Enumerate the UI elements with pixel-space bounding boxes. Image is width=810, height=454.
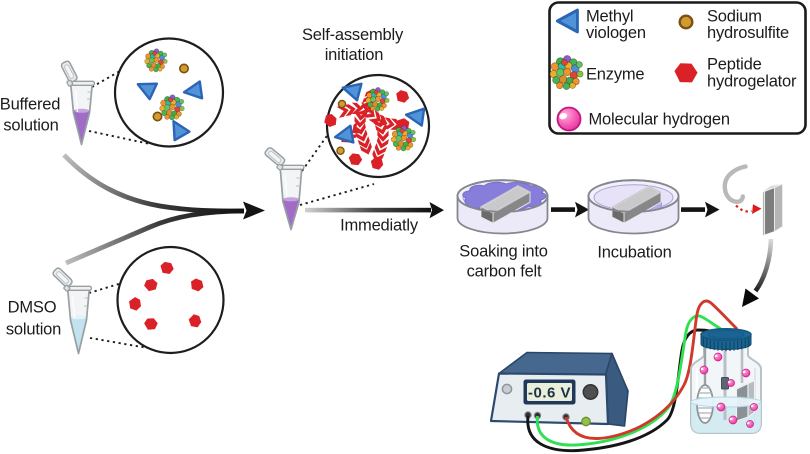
merge-arrowhead	[243, 201, 265, 220]
wire-red	[564, 299, 739, 440]
tube-body	[69, 84, 94, 146]
tube-body	[279, 168, 303, 231]
merge-arrows	[62, 153, 265, 266]
sodium-hydrosulfite-dot-icon	[179, 63, 189, 74]
hydrogen-sphere-icon	[746, 420, 754, 428]
felt-electrode-vertical	[762, 183, 783, 236]
legend-peptide-line2: hydrogelator	[707, 73, 797, 91]
sodium-hydrosulfite-dot-icon	[337, 99, 347, 109]
arrow-immediately	[305, 202, 444, 219]
soaking-label-line2: carbon felt	[467, 263, 542, 281]
red-dotted-arrow	[735, 204, 752, 213]
hydrogen-sphere-icon	[750, 403, 758, 411]
knob[interactable]	[582, 384, 599, 400]
immediately-label: Immediatly	[340, 217, 419, 235]
legend-sodium-line1: Sodium	[707, 8, 762, 26]
hook-icon	[722, 164, 748, 204]
wires	[526, 299, 739, 453]
hydrogen-sphere-icon	[727, 379, 735, 387]
magnifier-cones	[88, 70, 375, 349]
arrow-electrode-to-jar	[753, 238, 774, 293]
inset-dmso-contents	[116, 245, 225, 355]
wire-black	[526, 328, 712, 453]
hydrogen-sphere-icon	[728, 415, 738, 425]
soaking-label-line1: Soaking into	[459, 243, 547, 261]
display-screen	[527, 383, 572, 401]
buffered-solution-label-line1: Buffered	[0, 96, 60, 114]
hydrogen-sphere-icon	[699, 365, 709, 375]
legend-methyl-line1: Methyl	[586, 8, 633, 26]
legend: Methyl viologen Sodium hydrosulfite Enzy…	[548, 1, 807, 135]
sodium-hydrosulfite-dot-icon	[152, 111, 163, 122]
sodium-hydrosulfite-dot-icon	[336, 146, 345, 155]
inset-selfassembly-contents	[321, 73, 431, 179]
self-assembly-label-line2: initiation	[325, 46, 384, 64]
tube-selfassembly	[264, 147, 305, 231]
hydrogen-sphere-icon	[741, 368, 751, 378]
inset-buffered-contents	[113, 37, 225, 148]
incubation-label: Incubation	[597, 244, 671, 262]
petri-dish-incubation	[587, 179, 680, 235]
petri-dish-soaking	[456, 179, 549, 235]
red-arrowhead	[752, 204, 762, 214]
indicator-button[interactable]	[501, 383, 513, 395]
voltage-display: -0.6 V	[528, 385, 571, 402]
legend-sodium-line2: hydrosulfite	[707, 24, 789, 42]
dmso-solution-label-line2: solution	[6, 321, 61, 339]
arrowhead-to-jar	[742, 288, 759, 307]
dmso-solution-label-line1: DMSO	[8, 299, 57, 317]
potentiostat: -0.6 V	[489, 351, 629, 427]
self-assembly-label-line1: Self-assembly	[302, 26, 404, 44]
tube-body	[66, 289, 91, 355]
legend-peptide-line1: Peptide	[707, 56, 762, 74]
power-led	[581, 416, 591, 427]
inset-circle-buffered	[113, 37, 225, 148]
legend-hydrogen: Molecular hydrogen	[589, 111, 730, 129]
legend-enzyme: Enzyme	[586, 66, 644, 84]
tube-cap	[60, 60, 78, 87]
tube-buffered	[60, 60, 96, 146]
arrow-dish1-dish2	[551, 201, 589, 218]
hook-and-electrode	[722, 164, 783, 307]
tube-dmso	[52, 267, 93, 355]
hydrogen-sphere-icon	[713, 352, 723, 362]
legend-methyl-line2: viologen	[586, 24, 646, 42]
electrochemical-cell	[690, 328, 762, 434]
jar-cap	[700, 328, 752, 352]
arrow-dish2-electrode	[681, 201, 720, 218]
wire-green	[535, 314, 726, 447]
buffered-solution-label-line2: solution	[3, 117, 58, 135]
tube-cap	[264, 147, 286, 171]
tube-cap	[52, 267, 73, 292]
hydrogen-sphere-icon	[716, 402, 726, 412]
hydrogen-sphere-icon	[556, 106, 582, 132]
sodium-hydrosulfite-dot-icon	[678, 14, 694, 30]
